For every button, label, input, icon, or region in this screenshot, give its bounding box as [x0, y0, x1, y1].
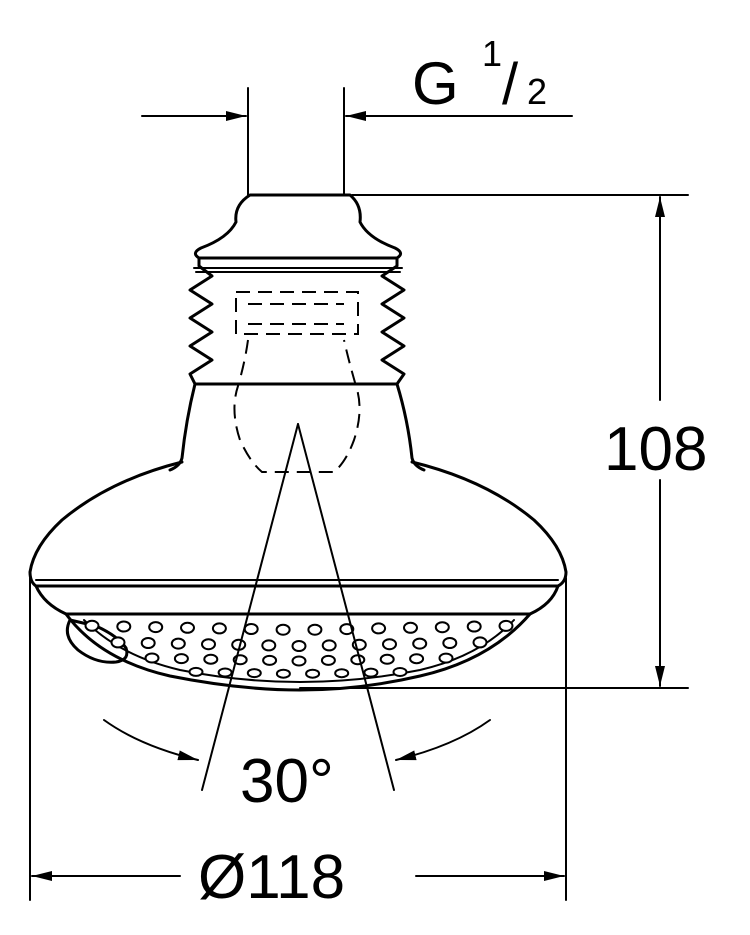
- top-cap: [194, 193, 402, 260]
- nozzle: [84, 619, 100, 632]
- spray-angle-label: 30°: [240, 747, 334, 816]
- height-dimension: 108: [299, 194, 707, 689]
- thread-label-denominator: 2: [527, 71, 547, 112]
- nozzle: [321, 639, 337, 652]
- nozzle: [442, 637, 458, 649]
- nozzle: [110, 636, 126, 649]
- nozzle: [180, 621, 195, 634]
- nozzle: [262, 654, 278, 666]
- nozzle: [211, 622, 227, 635]
- nozzle: [371, 622, 387, 635]
- nozzle: [140, 637, 156, 649]
- nozzle: [434, 621, 450, 634]
- thread-label-slash: /: [502, 52, 519, 117]
- shower-head: [28, 193, 568, 692]
- nozzle: [275, 623, 291, 636]
- nozzle: [438, 652, 454, 664]
- nozzle: [339, 623, 355, 636]
- nozzle: [392, 667, 408, 677]
- nozzle: [412, 637, 428, 650]
- nozzle: [498, 619, 514, 632]
- nozzle: [320, 654, 336, 666]
- nozzle: [246, 668, 262, 679]
- nozzle: [201, 638, 216, 651]
- spray-angle-dimension: 30°: [103, 423, 491, 816]
- nozzle: [203, 653, 219, 665]
- nozzle: [217, 667, 233, 678]
- nozzle: [382, 638, 397, 651]
- threaded-section: [188, 256, 406, 386]
- nozzle: [275, 668, 291, 679]
- hidden-insert: [233, 291, 361, 473]
- nozzle: [188, 666, 204, 677]
- nozzle: [305, 668, 321, 679]
- thread-dimension: G 1 / 2: [141, 33, 573, 196]
- nozzle: [173, 653, 189, 665]
- spray-angle-line-left: [201, 423, 299, 791]
- thread-label-letter: G: [412, 50, 459, 117]
- nozzle: [144, 652, 160, 664]
- nozzle: [334, 668, 350, 679]
- nozzle: [261, 639, 277, 652]
- nozzle: [243, 623, 259, 635]
- neck: [168, 382, 426, 472]
- nozzle: [148, 621, 164, 634]
- nozzle: [350, 654, 366, 666]
- nozzle: [363, 667, 379, 678]
- nozzle: [466, 620, 482, 633]
- spray-angle-line-right: [297, 423, 395, 791]
- nozzle: [291, 640, 307, 652]
- spray-face: [64, 612, 532, 692]
- spray-angle-arrow-left: [103, 719, 199, 761]
- nozzle: [291, 655, 307, 667]
- nozzle: [116, 620, 132, 633]
- nozzle-group: [84, 619, 514, 679]
- nozzle: [409, 653, 425, 665]
- nozzle: [307, 623, 323, 636]
- thread-label-numerator: 1: [482, 33, 502, 74]
- spray-angle-arrow-right: [395, 719, 491, 761]
- nozzle: [379, 653, 395, 665]
- nozzle: [403, 621, 418, 634]
- diameter-dimension: Ø118: [29, 577, 567, 912]
- height-label: 108: [604, 415, 707, 484]
- nozzle: [472, 636, 488, 649]
- diameter-label: Ø118: [198, 843, 345, 912]
- lower-rim: [34, 584, 560, 616]
- dome: [28, 460, 568, 588]
- nozzle: [170, 637, 186, 650]
